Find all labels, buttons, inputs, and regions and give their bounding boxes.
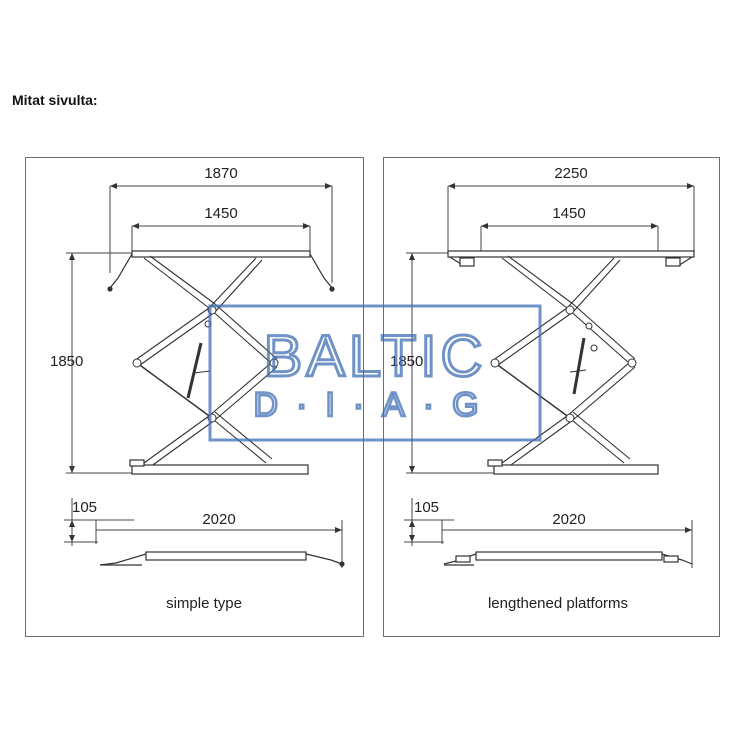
dim-label-outer-width: 2250 xyxy=(554,165,587,182)
page-heading: Mitat sivulta: xyxy=(12,92,98,108)
platform xyxy=(447,250,695,258)
lift-drawing-lengthened: 2250 1450 1850 105 2020 lengthened platf… xyxy=(390,165,695,612)
base-frame xyxy=(131,464,309,475)
dim-label-low-height: 105 xyxy=(72,499,97,516)
dim-label-platform-width: 1450 xyxy=(552,205,585,222)
panel-caption: lengthened platforms xyxy=(488,595,628,612)
diagram-panel-lengthened-platforms: 2250 1450 1850 105 2020 lengthened platf… xyxy=(383,157,720,637)
dim-label-low-length: 2020 xyxy=(552,511,585,528)
diagram-panel-simple-type: 1870 1450 1850 105 2020 simple type xyxy=(25,157,364,637)
scissor-mechanism xyxy=(491,255,636,468)
scissor-mechanism xyxy=(133,255,278,468)
platform xyxy=(131,250,311,258)
dim-label-low-length: 2020 xyxy=(202,511,235,528)
base-frame xyxy=(493,464,659,475)
lift-drawing-simple: 1870 1450 1850 105 2020 simple type xyxy=(50,165,345,612)
panel-caption: simple type xyxy=(166,595,242,612)
dim-label-low-height: 105 xyxy=(414,499,439,516)
lowered-lift xyxy=(99,551,345,567)
lowered-lift xyxy=(443,551,693,566)
dim-label-height: 1850 xyxy=(50,353,83,370)
dim-label-platform-width: 1450 xyxy=(204,205,237,222)
dim-label-outer-width: 1870 xyxy=(204,165,237,182)
dim-label-height: 1850 xyxy=(390,353,423,370)
